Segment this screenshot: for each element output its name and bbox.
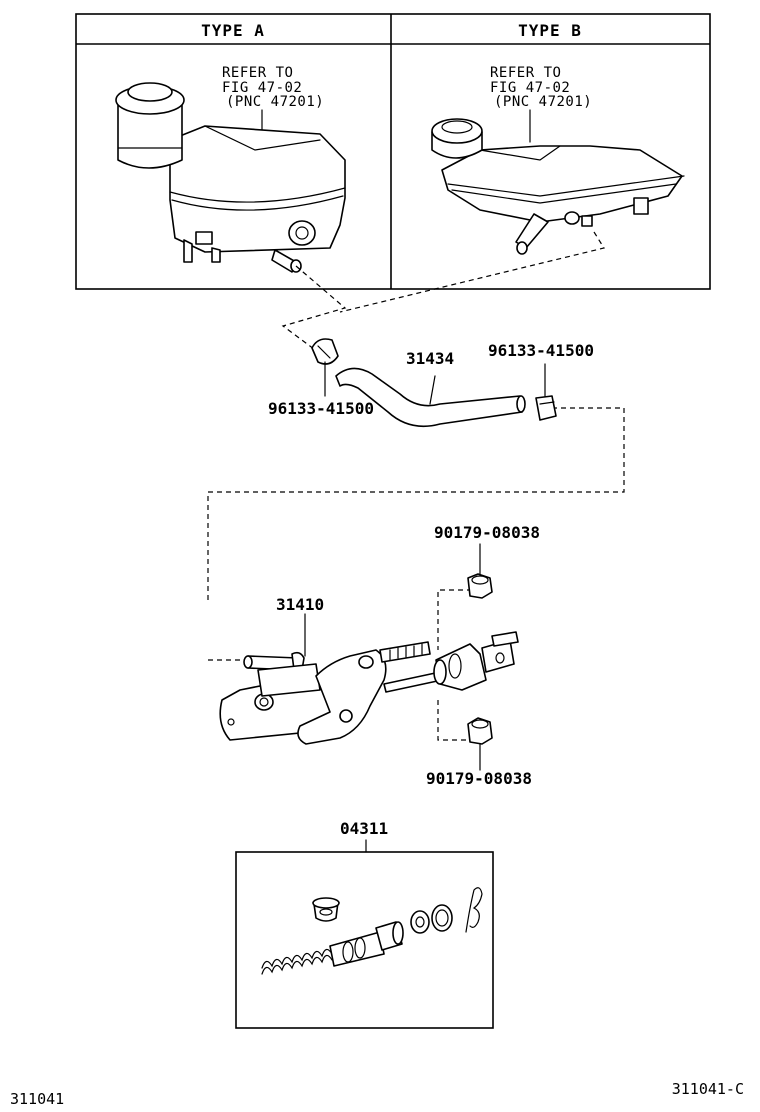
hose-clip-right	[535, 395, 557, 421]
figure-code-left: 311041	[10, 1090, 64, 1108]
type-b-refer-line1: REFER TO	[490, 65, 561, 81]
type-b-refer-line3: (PNC 47201)	[494, 94, 592, 110]
callout-repair-kit: 04311	[340, 819, 388, 838]
callout-master-cylinder: 31410	[276, 595, 324, 614]
type-b-refer-line2: FIG 47-02	[490, 80, 570, 96]
nut-top	[467, 573, 493, 599]
reservoir-hose	[335, 367, 526, 428]
type-a-refer-line2: FIG 47-02	[222, 80, 302, 96]
type-b-header: TYPE B	[518, 21, 582, 40]
nut-bottom	[467, 717, 493, 745]
dashed-leaders	[207, 231, 625, 741]
callout-hose: 31434	[406, 349, 454, 368]
repair-kit-box	[235, 851, 494, 1029]
callout-clip-right: 96133-41500	[488, 341, 594, 360]
type-a-refer-line1: REFER TO	[222, 65, 293, 81]
callout-clip-left: 96133-41500	[268, 399, 374, 418]
callout-nut-top: 90179-08038	[434, 523, 540, 542]
type-a-refer-line3: (PNC 47201)	[226, 94, 324, 110]
reservoir-type-a	[115, 82, 346, 273]
figure-code-right: 311041-C	[672, 1080, 744, 1098]
callout-nut-bottom: 90179-08038	[426, 769, 532, 788]
type-a-header: TYPE A	[201, 21, 265, 40]
clutch-master-cylinder	[219, 631, 519, 745]
hose-clip-left	[311, 338, 339, 365]
reservoir-type-b	[431, 118, 685, 255]
